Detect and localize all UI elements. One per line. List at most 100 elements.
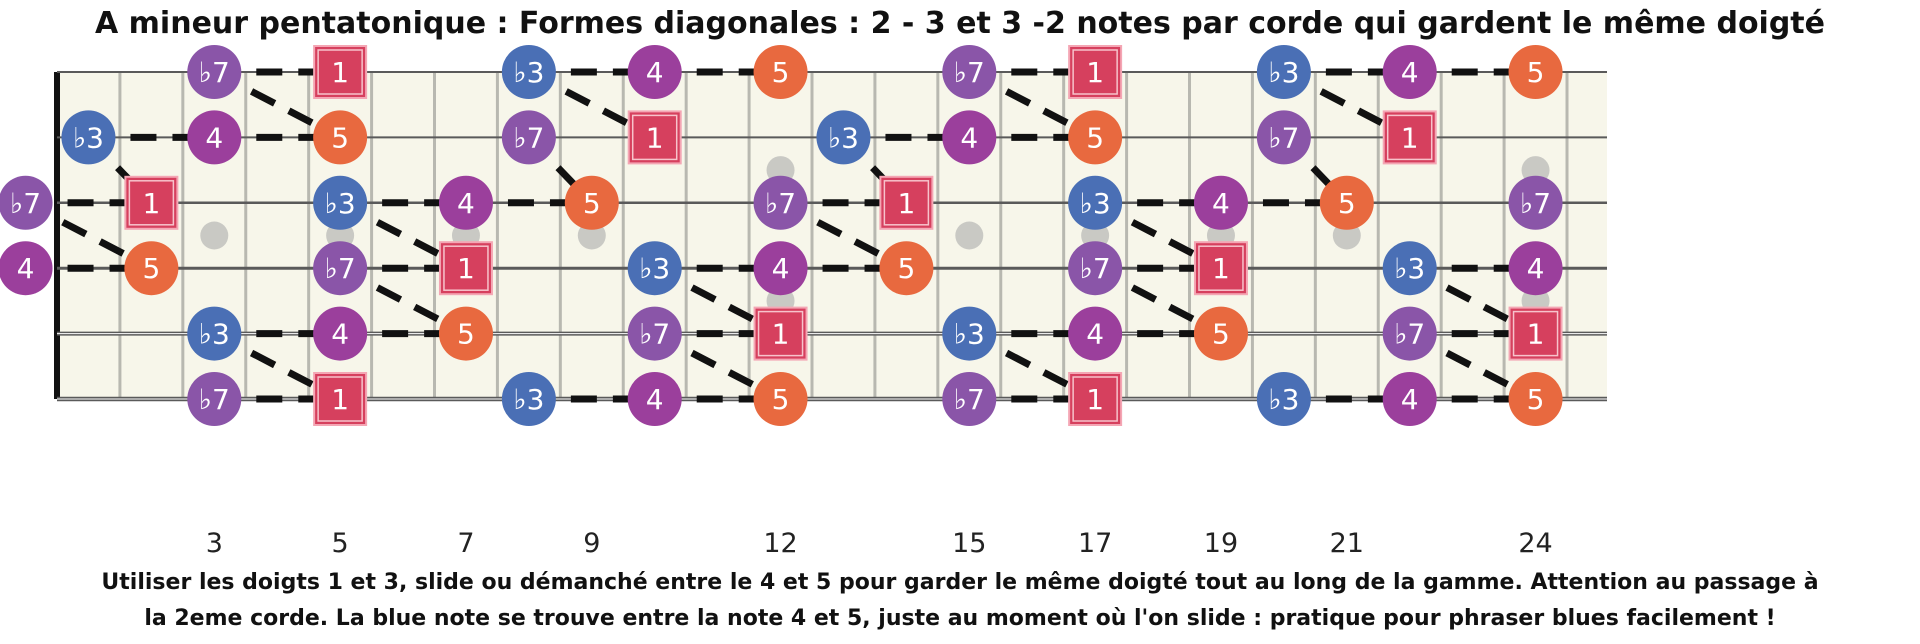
scale-note: 5 xyxy=(124,241,179,296)
note-label: ♭3 xyxy=(325,187,356,220)
scale-note: 5 xyxy=(438,306,493,361)
note-circle xyxy=(1068,306,1123,361)
scale-note: ♭3 xyxy=(942,306,997,361)
note-circle xyxy=(1508,372,1563,426)
note-circle xyxy=(627,372,682,426)
note-label: ♭7 xyxy=(954,383,985,416)
note-label: 5 xyxy=(1527,383,1545,416)
root-note-inner-border xyxy=(631,114,678,161)
caption-line-1: Utiliser les doigts 1 et 3, slide ou dém… xyxy=(101,570,1819,595)
note-label: ♭7 xyxy=(639,318,670,351)
fret-number-label: 21 xyxy=(1330,528,1364,559)
note-circle xyxy=(187,110,242,165)
scale-note: ♭3 xyxy=(1256,45,1311,99)
note-label: 4 xyxy=(1086,318,1104,351)
root-note-inner-border xyxy=(443,245,489,291)
scale-note: 4 xyxy=(1382,45,1437,99)
scale-note: ♭3 xyxy=(1382,241,1437,296)
note-label: ♭3 xyxy=(828,121,859,154)
root-note-square xyxy=(313,372,368,426)
note-label: ♭3 xyxy=(954,318,985,351)
fret-number-label: 19 xyxy=(1204,528,1238,559)
note-circle xyxy=(0,175,53,230)
scale-note: 4 xyxy=(438,175,493,230)
note-label: 5 xyxy=(1086,121,1104,154)
root-note-inner-border xyxy=(1198,245,1244,291)
scale-note: 5 xyxy=(1068,110,1123,165)
note-circle xyxy=(313,306,368,361)
note-label: ♭3 xyxy=(1268,383,1299,416)
fret-number-label: 7 xyxy=(457,528,474,559)
note-label: ♭3 xyxy=(1268,56,1299,89)
note-circle xyxy=(1382,241,1437,296)
scale-note: 4 xyxy=(187,110,242,165)
note-circle xyxy=(1068,241,1123,296)
note-label: 1 xyxy=(457,252,475,285)
scale-note: ♭3 xyxy=(1068,175,1123,230)
fret-inlay-dot xyxy=(200,221,229,250)
note-label: ♭7 xyxy=(199,383,230,416)
root-note-inner-border xyxy=(128,180,175,226)
scale-note: 4 xyxy=(1508,241,1563,296)
note-circle xyxy=(816,110,871,165)
note-label: 4 xyxy=(646,56,664,89)
note-circle xyxy=(942,306,997,361)
scale-note: ♭7 xyxy=(187,45,242,99)
note-label: 5 xyxy=(142,252,160,285)
note-label: 4 xyxy=(1212,187,1230,220)
note-circle xyxy=(501,110,556,165)
note-label: ♭7 xyxy=(765,187,796,220)
note-label: 1 xyxy=(1527,318,1545,351)
note-label: 5 xyxy=(1212,318,1230,351)
scale-note: ♭3 xyxy=(61,110,116,165)
page-title: A mineur pentatonique : Formes diagonale… xyxy=(95,6,1825,41)
fret-number-label: 9 xyxy=(583,528,600,559)
scale-note: 5 xyxy=(1319,175,1374,230)
note-circle xyxy=(438,306,493,361)
note-circle xyxy=(1193,175,1248,230)
note-label: 4 xyxy=(646,383,664,416)
scale-note: ♭7 xyxy=(753,175,808,230)
scale-note: ♭7 xyxy=(501,110,556,165)
note-label: ♭3 xyxy=(1080,187,1111,220)
note-circle xyxy=(61,110,116,165)
scale-note: 1 xyxy=(1068,45,1123,99)
note-circle xyxy=(313,241,368,296)
note-circle xyxy=(313,175,368,230)
scale-note: 4 xyxy=(313,306,368,361)
scale-note: ♭7 xyxy=(1382,306,1437,361)
note-circle xyxy=(627,306,682,361)
root-note-square xyxy=(1193,241,1248,296)
note-circle xyxy=(753,241,808,296)
scale-note: 4 xyxy=(753,241,808,296)
note-label: ♭3 xyxy=(513,383,544,416)
note-label: 4 xyxy=(1401,383,1419,416)
note-label: ♭3 xyxy=(513,56,544,89)
note-circle xyxy=(1256,45,1311,99)
scale-note: 1 xyxy=(1508,306,1563,361)
note-label: 4 xyxy=(960,121,978,154)
scale-note: 1 xyxy=(124,175,179,230)
scale-note: 4 xyxy=(627,372,682,426)
note-circle xyxy=(1068,110,1123,165)
note-label: 5 xyxy=(583,187,601,220)
note-label: ♭3 xyxy=(199,318,230,351)
note-label: 5 xyxy=(457,318,475,351)
note-circle xyxy=(0,241,53,296)
caption-line-2: la 2eme corde. La blue note se trouve en… xyxy=(144,606,1776,631)
root-note-square xyxy=(313,45,368,99)
note-label: 5 xyxy=(772,56,790,89)
scale-note: 4 xyxy=(1193,175,1248,230)
scale-note: 5 xyxy=(753,45,808,99)
note-label: 4 xyxy=(17,252,35,285)
note-circle xyxy=(1382,372,1437,426)
note-label: ♭7 xyxy=(199,56,230,89)
fret-number-label: 3 xyxy=(206,528,223,559)
scale-note: 1 xyxy=(438,241,493,296)
scale-note: 1 xyxy=(627,110,682,165)
note-label: 4 xyxy=(772,252,790,285)
root-note-inner-border xyxy=(1512,310,1559,357)
note-circle xyxy=(942,45,997,99)
